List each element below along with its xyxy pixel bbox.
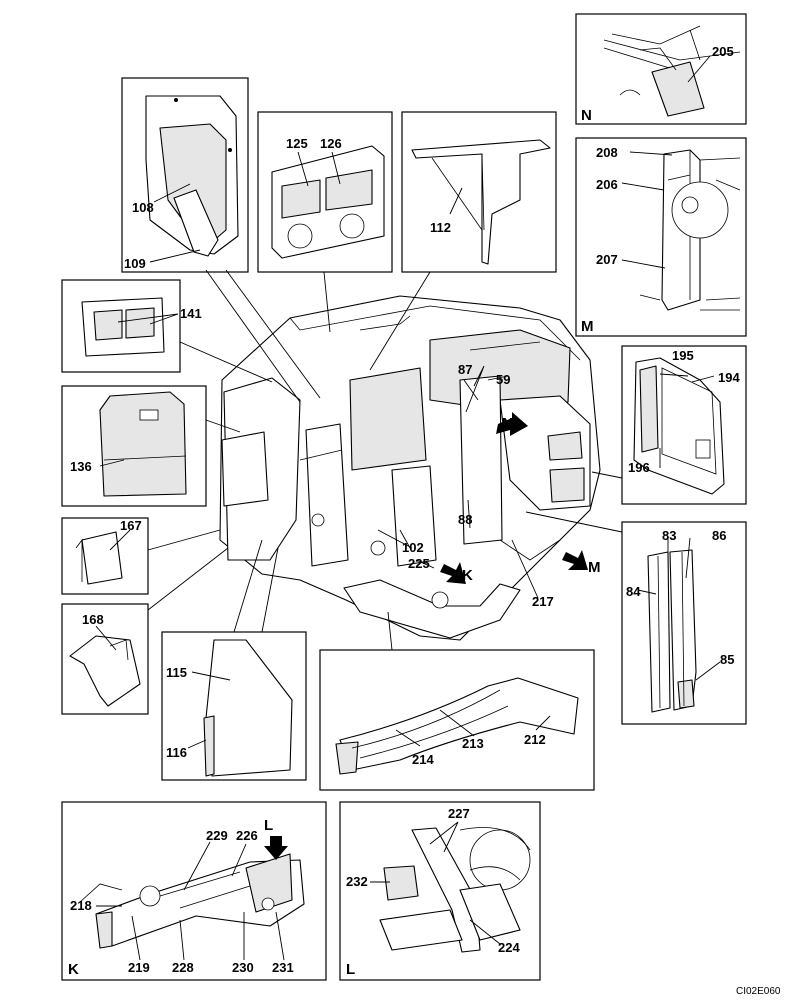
label-141: 141 xyxy=(180,306,202,321)
detail-box-bracket xyxy=(401,111,557,273)
label-136: 136 xyxy=(70,459,92,474)
label-125: 125 xyxy=(286,136,308,151)
detail-box-plate xyxy=(257,111,393,273)
label-196: 196 xyxy=(628,460,650,475)
label-109: 109 xyxy=(124,256,146,271)
detail-box-door xyxy=(621,345,747,505)
view-letter-l-box: L xyxy=(346,961,355,978)
label-59: 59 xyxy=(496,372,510,387)
view-letter-n-arrow: N xyxy=(502,415,513,432)
label-227: 227 xyxy=(448,806,470,821)
label-214: 214 xyxy=(412,752,434,767)
view-letter-n-box: N xyxy=(581,107,592,124)
label-85: 85 xyxy=(720,652,734,667)
label-205: 205 xyxy=(712,44,734,59)
label-232: 232 xyxy=(346,874,368,889)
label-231: 231 xyxy=(272,960,294,975)
label-102: 102 xyxy=(402,540,424,555)
label-116: 116 xyxy=(166,745,187,760)
detail-box-duct xyxy=(121,77,249,273)
label-88: 88 xyxy=(458,512,472,527)
part-labels: 205 208 206 207 195 194 196 83 86 84 85 … xyxy=(70,44,740,975)
label-84: 84 xyxy=(626,584,641,599)
label-212: 212 xyxy=(524,732,546,747)
label-195: 195 xyxy=(672,348,694,363)
detail-box-sill xyxy=(319,649,595,791)
assembly-leaders xyxy=(147,269,623,651)
label-86: 86 xyxy=(712,528,726,543)
label-229: 229 xyxy=(206,828,228,843)
detail-box-k xyxy=(61,801,327,981)
label-224: 224 xyxy=(498,940,520,955)
label-87: 87 xyxy=(458,362,472,377)
drawing-code: CI02E060 xyxy=(736,986,781,997)
view-letter-k-box: K xyxy=(68,961,79,978)
label-226: 226 xyxy=(236,828,258,843)
label-218: 218 xyxy=(70,898,92,913)
view-letter-m-arrow: M xyxy=(588,559,601,576)
label-167: 167 xyxy=(120,518,142,533)
label-115: 115 xyxy=(166,665,187,680)
view-letter-l-arrow: L xyxy=(264,817,273,834)
label-194: 194 xyxy=(718,370,740,385)
detail-box-m xyxy=(575,137,747,337)
label-168: 168 xyxy=(82,612,104,627)
label-108: 108 xyxy=(132,200,154,215)
label-207: 207 xyxy=(596,252,618,267)
label-230: 230 xyxy=(232,960,254,975)
label-213: 213 xyxy=(462,736,484,751)
label-206: 206 xyxy=(596,177,618,192)
detail-box-168 xyxy=(61,603,149,715)
label-208: 208 xyxy=(596,145,618,160)
detail-box-167 xyxy=(61,517,149,595)
label-219: 219 xyxy=(128,960,150,975)
label-126: 126 xyxy=(320,136,342,151)
detail-box-141 xyxy=(61,279,181,373)
view-letter-k-arrow: K xyxy=(462,567,473,584)
label-228: 228 xyxy=(172,960,194,975)
main-assembly xyxy=(219,295,601,641)
label-112: 112 xyxy=(430,220,451,235)
label-225: 225 xyxy=(408,556,430,571)
label-217: 217 xyxy=(532,594,554,609)
detail-box-n xyxy=(575,13,747,125)
view-letter-m-box: M xyxy=(581,318,594,335)
detail-box-channel xyxy=(621,521,747,725)
label-83: 83 xyxy=(662,528,676,543)
detail-box-l xyxy=(339,801,541,981)
detail-box-136 xyxy=(61,385,207,507)
detail-box-115 xyxy=(161,631,307,781)
view-letters: N M N K M K L L xyxy=(68,107,601,978)
